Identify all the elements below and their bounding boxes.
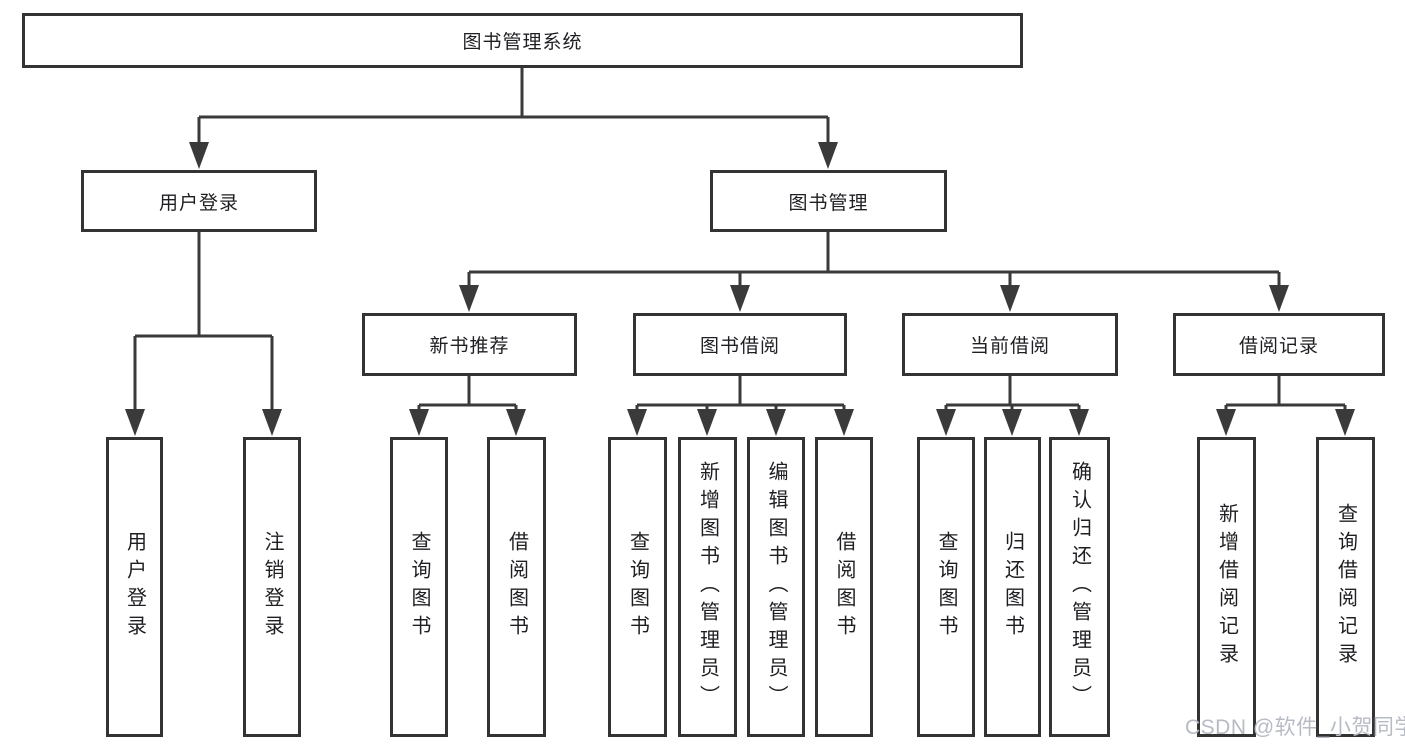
node-user-login: 用户登录	[81, 170, 317, 232]
leaf-label: 查询图书	[626, 531, 649, 643]
leaf-user-login: 用户登录	[106, 437, 163, 737]
node-label: 当前借阅	[969, 336, 1050, 357]
leaf-query-books-current: 查询图书	[917, 437, 975, 737]
leaf-label: 用户登录	[123, 531, 146, 643]
leaf-add-borrow-record: 新增借阅记录	[1197, 437, 1256, 737]
node-label: 新书推荐	[429, 336, 510, 357]
node-new-book-recommend: 新书推荐	[362, 313, 577, 376]
node-current-borrowing: 当前借阅	[902, 313, 1118, 376]
node-library-management-system: 图书管理系统	[22, 13, 1023, 68]
leaf-borrow-books-newbook: 借阅图书	[487, 437, 546, 737]
leaf-query-borrow-record: 查询借阅记录	[1316, 437, 1375, 737]
leaf-label: 新增借阅记录	[1215, 503, 1238, 671]
leaf-label: 借阅图书	[505, 531, 528, 643]
node-book-management: 图书管理	[710, 170, 947, 232]
leaf-edit-books-admin: 编辑图书（管理员）	[747, 437, 805, 737]
leaf-query-books-borrowing: 查询图书	[608, 437, 667, 737]
leaf-confirm-return-admin: 确认归还（管理员）	[1049, 437, 1110, 737]
leaf-label: 注销登录	[261, 531, 283, 643]
leaf-label: 新增图书（管理员）	[696, 461, 719, 713]
leaf-add-books-admin: 新增图书（管理员）	[678, 437, 737, 737]
leaf-label: 查询图书	[935, 531, 957, 643]
leaf-logout: 注销登录	[243, 437, 301, 737]
arrowheads	[125, 142, 1355, 436]
leaf-label: 借阅图书	[833, 531, 855, 643]
node-label: 图书管理	[788, 192, 869, 214]
leaf-label: 查询图书	[408, 531, 430, 643]
node-label: 借阅记录	[1238, 336, 1319, 357]
node-label: 图书借阅	[699, 336, 780, 357]
leaf-return-books: 归还图书	[984, 437, 1041, 737]
leaf-label: 归还图书	[1001, 531, 1024, 643]
node-label: 用户登录	[158, 192, 239, 214]
csdn-watermark: CSDN @软件_小贺同学	[1185, 716, 1405, 739]
leaf-label: 确认归还（管理员）	[1068, 461, 1091, 713]
node-borrowing-records: 借阅记录	[1173, 313, 1385, 376]
leaf-query-books-newbook: 查询图书	[390, 437, 448, 737]
leaf-label: 编辑图书（管理员）	[765, 461, 787, 713]
node-label: 图书管理系统	[462, 32, 583, 53]
leaf-borrow-books-borrowing: 借阅图书	[815, 437, 873, 737]
leaf-label: 查询借阅记录	[1334, 503, 1357, 671]
node-book-borrowing: 图书借阅	[633, 313, 847, 376]
